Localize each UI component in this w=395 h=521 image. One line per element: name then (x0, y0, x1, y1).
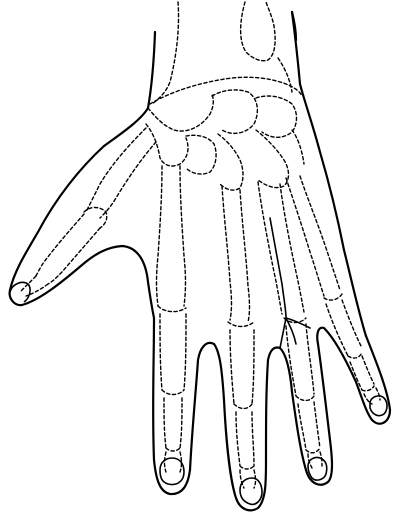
ring-nail (308, 457, 327, 480)
carpal-trapezoid (186, 135, 216, 174)
ring-metacarpal-left (258, 182, 282, 314)
wrist-left-edge (104, 32, 155, 146)
thumb-tip (10, 290, 22, 305)
thumb-inner-edge (22, 246, 154, 318)
index-distal-phalanx (165, 452, 182, 472)
palmar-vessel-main (270, 218, 286, 318)
index-metacarpal-left (157, 166, 163, 306)
palm-right-edge (292, 12, 366, 336)
wrist-right-bone (278, 58, 292, 92)
middle-proximal-phalanx (228, 322, 254, 409)
index-middle-phalanx (164, 398, 182, 451)
carpal-trapezium (146, 124, 188, 166)
middle-nail (240, 478, 262, 504)
thumb-outer-edge (10, 146, 104, 290)
thumb-metacarpal (86, 128, 146, 212)
middle-metacarpal-left (222, 186, 232, 320)
middle-middle-phalanx (236, 412, 254, 469)
carpal-triquetrum (256, 96, 297, 137)
index-proximal-phalanx (158, 306, 186, 395)
index-metacarpal-right (180, 166, 186, 306)
little-metacarpal-left (286, 178, 324, 296)
middle-metacarpal-right (240, 190, 250, 322)
middle-finger-edge (214, 344, 280, 510)
little-finger-edge (324, 328, 390, 424)
thumb-distal-phalanx (20, 276, 48, 296)
little-middle-phalanx (350, 356, 374, 391)
ring-proximal-phalanx (284, 318, 314, 401)
little-nail (370, 396, 387, 416)
ulna-bone (241, 2, 275, 61)
carpal-lunate (212, 90, 257, 133)
vessels (270, 218, 310, 348)
hand-outline (10, 12, 390, 510)
pisiform (292, 130, 304, 164)
palmar-vessel-branch-left (280, 318, 286, 348)
little-metacarpal-right (300, 176, 340, 290)
radius-bone (152, 2, 179, 104)
thumb-metacarpal-inner (100, 142, 156, 218)
carpal-capitate (218, 134, 243, 190)
carpal-hamate (256, 130, 289, 188)
